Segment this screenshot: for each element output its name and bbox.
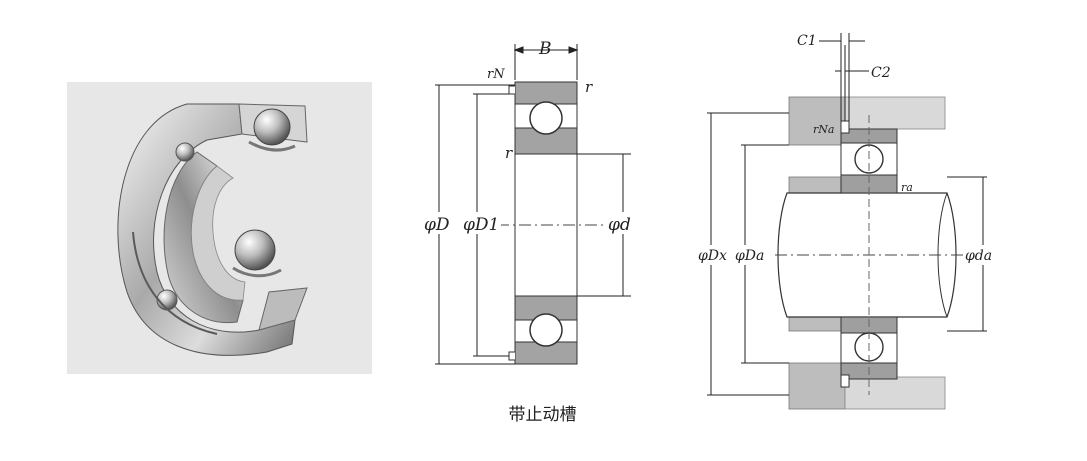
ball-bearing-cutaway-icon <box>117 103 308 356</box>
mounting-drawing: C1 C2 rNa ra φDx φDa φda <box>695 25 995 415</box>
housing-groove-diameter-label: φDx <box>698 248 727 264</box>
housing-bore-diameter-label: φDa <box>735 248 764 264</box>
bearing-photo <box>67 82 372 374</box>
chamfer-inner-label: r <box>505 144 513 162</box>
groove-diameter-label: φD1 <box>463 215 499 235</box>
clearance-1-label: C1 <box>797 33 817 49</box>
snap-ring-corner-label: rN <box>487 67 505 82</box>
width-label: B <box>538 39 552 59</box>
upper-ring-section <box>508 81 578 155</box>
housing-corner-label: rNa <box>813 123 834 136</box>
bearing-section-drawing: B rN r r <box>415 30 655 380</box>
lower-ring-section <box>508 295 578 365</box>
clearance-2-label: C2 <box>871 65 891 81</box>
outer-diameter-label: φD <box>424 215 450 235</box>
shaft-diameter-label: φda <box>965 248 992 264</box>
chamfer-outer-label: r <box>585 78 593 96</box>
bore-diameter-label: φd <box>608 215 631 235</box>
mounted-bearing-upper <box>840 128 898 194</box>
shaft-corner-label: ra <box>901 181 913 194</box>
drawing-caption: 带止动槽 <box>508 405 577 425</box>
